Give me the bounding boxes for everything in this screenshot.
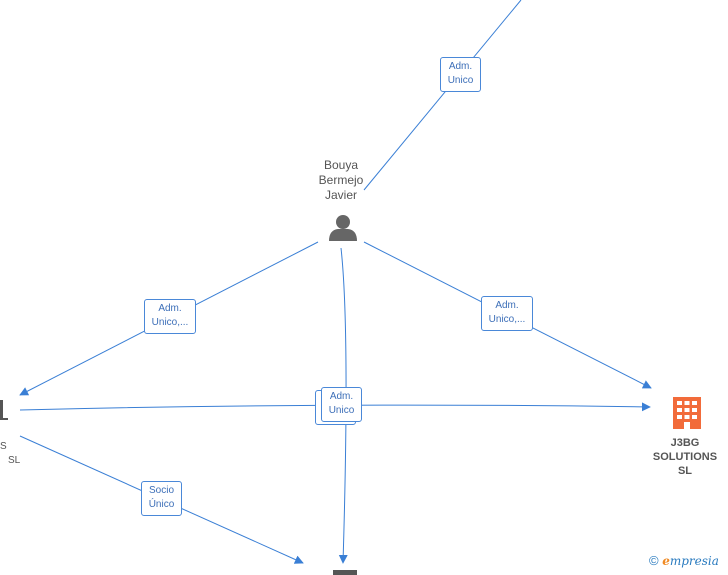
edge-label-right-line-1: Adm. (495, 300, 519, 311)
copyright-symbol: © (649, 553, 659, 568)
empresia-watermark: © empresia (649, 553, 719, 568)
person-icon[interactable] (329, 215, 357, 241)
j3bg-name-line-2: SOLUTIONS (652, 451, 718, 463)
person-name[interactable]: Bouya Bermejo Javier (310, 158, 372, 203)
edge-label-center-line-2: Unico (328, 405, 355, 416)
edge-label-center-line-1: Adm. (329, 391, 354, 402)
building-icon-left[interactable] (0, 400, 8, 420)
edge-label-left-line-1: Adm. (158, 303, 182, 314)
edge-label-center[interactable]: Adm. Unico (321, 387, 362, 422)
person-name-line-1: Bouya (323, 158, 359, 172)
edge-label-right-line-2: Unico,... (488, 314, 526, 325)
edge-label-top-line-1: Adm. (448, 61, 473, 72)
person-name-line-3: Javier (324, 188, 357, 202)
edge-label-socio[interactable]: Socio Único (141, 481, 182, 516)
edge-label-right[interactable]: Adm. Unico,... (481, 296, 533, 331)
j3bg-name-line-1: J3BG (670, 437, 700, 449)
building-icon[interactable] (673, 397, 701, 429)
edge-label-socio-line-1: Socio (148, 485, 174, 496)
left-company-line-2: SL (8, 455, 21, 466)
edge-label-left[interactable]: Adm. Unico,... (144, 299, 196, 334)
left-company-name[interactable]: S SL (0, 440, 24, 468)
j3bg-company-name[interactable]: J3BG SOLUTIONS SL (640, 436, 728, 478)
edge-label-top[interactable]: Adm. Unico (440, 57, 481, 92)
building-icon-bottom[interactable] (333, 570, 357, 575)
edge-label-top-line-2: Unico (447, 75, 474, 86)
j3bg-name-line-3: SL (677, 465, 693, 477)
edge-person-to-bottom (338, 247, 348, 564)
edge-top (363, 0, 522, 191)
person-name-line-2: Bermejo (318, 173, 364, 187)
edge-label-left-line-2: Unico,... (151, 317, 189, 328)
left-company-line-1: S (0, 441, 7, 452)
edge-label-socio-line-2: Único (148, 499, 175, 510)
empresia-logo: empresia (662, 554, 719, 568)
